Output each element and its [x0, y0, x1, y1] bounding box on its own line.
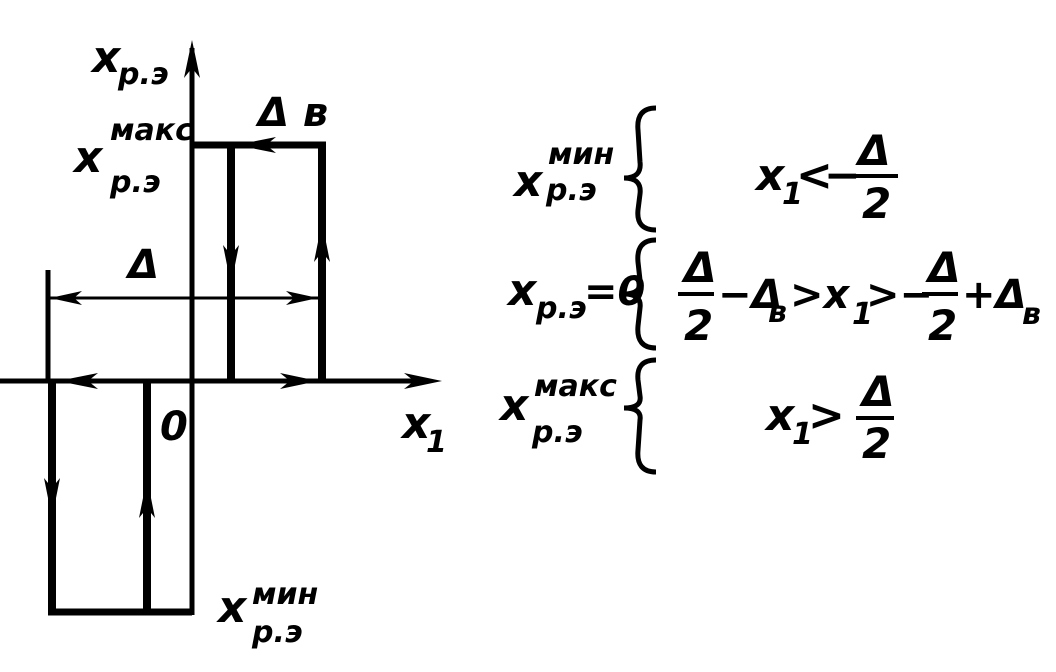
delta-label: Δ	[125, 242, 159, 288]
cond3-x1: x	[764, 390, 796, 441]
cond2-minus-delta-b-sub: в	[768, 295, 787, 330]
cond2-num2: Δ	[925, 243, 961, 292]
cond3-lhs-sup: макс	[534, 369, 617, 404]
xmax-base: x	[72, 132, 104, 183]
delta-arrow-right	[286, 291, 318, 305]
xmax-sub: р.э	[109, 165, 161, 200]
cond1-x1-sub: 1	[782, 177, 803, 212]
cond2-lhs-eq: =0	[584, 269, 645, 315]
cond3-lhs-sub: р.э	[531, 415, 583, 450]
xmin-sup: мин	[252, 577, 318, 612]
cond2-num1: Δ	[681, 243, 717, 292]
arrow-top-left	[236, 137, 276, 153]
cond3-num: Δ	[859, 367, 895, 416]
cond2-lhs-sub: р.э	[535, 291, 587, 326]
y-axis-arrowhead	[184, 40, 200, 78]
cond2-x1-sub: 1	[852, 297, 873, 332]
brace-2	[623, 237, 657, 351]
cond2-gt-minus: >−	[866, 272, 933, 318]
cond2-minus-delta-b: −Δ	[718, 272, 782, 318]
x-axis-arrowhead	[404, 373, 442, 389]
delta-b-label: Δ в	[255, 90, 328, 136]
y-axis-label-base: x	[90, 32, 122, 83]
cond2-gt-x1: >x	[790, 272, 851, 318]
arrow-left-xaxis	[58, 373, 98, 389]
cond2-lhs-x: x	[506, 265, 538, 316]
cond1-lhs-base: x	[512, 156, 544, 207]
x-axis-label-base: x	[400, 398, 432, 449]
x-axis-label-sub: 1	[426, 425, 447, 460]
cond1-num: Δ	[855, 126, 891, 175]
xmin-base: x	[216, 582, 248, 633]
arrow-up-lower	[139, 478, 155, 518]
condition-3: x макс р.э x 1 > Δ 2	[498, 367, 895, 468]
delta-arrow-left	[50, 291, 82, 305]
cond1-lhs-sub: р.э	[545, 173, 597, 208]
cond2-plus-delta-b: +Δ	[962, 272, 1026, 318]
cond3-lhs-base: x	[498, 380, 530, 431]
condition-2: x р.э =0 Δ 2 −Δ в >x 1 >− Δ 2 +Δ в	[506, 243, 1041, 350]
cond1-den: 2	[862, 179, 891, 228]
xmin-sub: р.э	[251, 615, 303, 650]
cond3-x1-sub: 1	[792, 417, 813, 452]
y-axis-label-sub: р.э	[117, 57, 169, 92]
condition-1: x мин р.э x 1 < − Δ 2	[512, 126, 898, 228]
xmax-sup: макс	[110, 113, 193, 148]
cond1-lhs-sup: мин	[548, 137, 614, 172]
cond2-den2: 2	[928, 301, 957, 350]
brace-3	[623, 357, 657, 475]
origin-label: 0	[160, 404, 188, 450]
cond2-den1: 2	[684, 301, 713, 350]
arrow-down-upper	[223, 245, 239, 285]
cond1-lt: <	[796, 150, 833, 201]
brace-1	[623, 105, 657, 233]
arrow-right-xaxis	[280, 373, 318, 389]
cond3-gt: >	[808, 390, 845, 441]
arrow-down-lower	[44, 478, 60, 518]
cond1-x1: x	[754, 150, 786, 201]
cond2-plus-delta-b-sub: в	[1022, 297, 1041, 332]
arrow-up-upper	[314, 222, 330, 262]
cond3-den: 2	[862, 419, 891, 468]
